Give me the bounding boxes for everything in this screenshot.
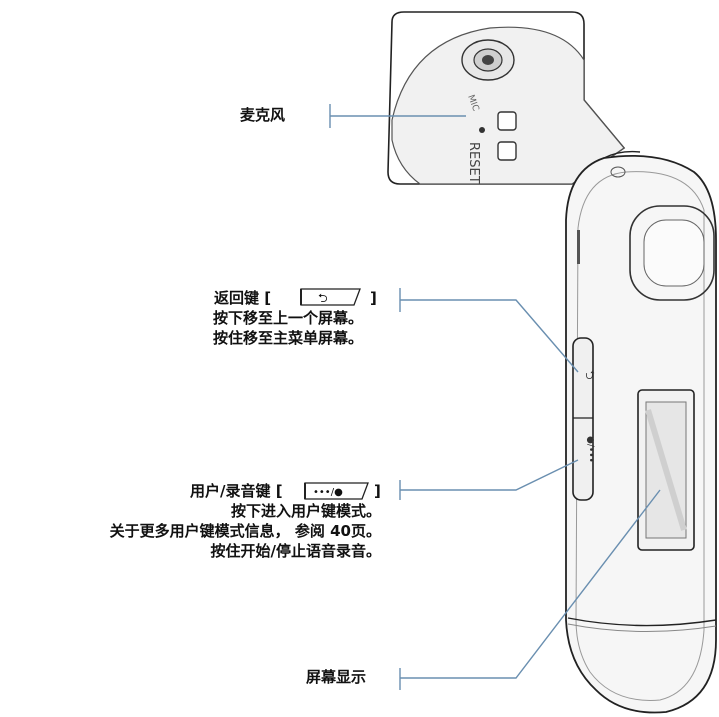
back-key-glyph: ⮌ [300, 288, 361, 306]
mic-hole-bottom [497, 141, 517, 161]
back-key-title-text: 返回键 [214, 289, 260, 307]
back-key-icon[interactable]: ⮌ [583, 370, 597, 380]
mic-zoom-inset: MIC RESET [387, 11, 626, 185]
back-key-desc-2: 按住移至主菜单屏幕。 [212, 329, 363, 347]
rec-key-desc-2: 关于更多用户键模式信息， 参阅 40页。 [109, 522, 381, 540]
rec-key-bracket-close: ] [374, 482, 381, 500]
side-button-strip [572, 337, 594, 501]
leader-lines [329, 104, 661, 690]
svg-text:•••/●: •••/● [313, 487, 343, 498]
reset-hole [479, 127, 485, 133]
lanyard-icon [610, 166, 626, 178]
record-key-icon[interactable]: ●/••• [585, 436, 595, 463]
mp3-player-body: ⮌ ●/••• [565, 150, 717, 714]
display-label: 屏幕显示 [306, 668, 367, 686]
mic-hole-top [497, 111, 517, 131]
back-key-title: 返回键 [ [214, 288, 271, 308]
rec-key-desc-3: 按住开始/停止语音录音。 [210, 542, 381, 560]
rec-key-title-text: 用户/录音键 [190, 482, 271, 500]
leader-display [400, 489, 661, 679]
rec-key-desc-1: 按下进入用户键模式。 [230, 502, 381, 520]
back-key-bracket-open: [ [264, 289, 272, 307]
reset-engraving: RESET [466, 142, 481, 184]
rec-key-title: 用户/录音键 [ [190, 481, 283, 501]
nav-pad[interactable] [629, 205, 715, 301]
rec-key-glyph: •••/● [304, 482, 369, 500]
leader-rec [400, 459, 579, 491]
svg-text:⮌: ⮌ [318, 291, 328, 305]
back-key-bracket-close: ] [370, 289, 377, 307]
back-key-desc-1: 按下移至上一个屏幕。 [212, 309, 363, 327]
leader-back [400, 299, 579, 373]
mic-label: 麦克风 [240, 106, 286, 124]
rec-key-bracket-open: [ [275, 482, 283, 500]
